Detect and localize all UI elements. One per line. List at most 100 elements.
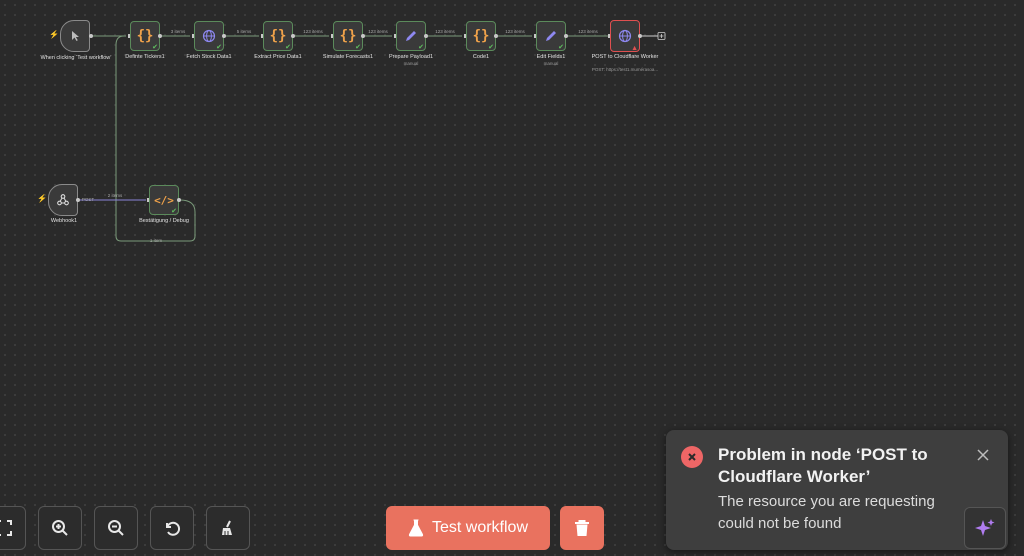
broom-icon [222,520,232,535]
output-port[interactable] [177,198,181,202]
input-port[interactable] [608,34,610,38]
output-port[interactable] [494,34,498,38]
add-node-icon[interactable] [657,32,666,40]
pointer-icon [72,31,79,41]
tidy-up-button[interactable] [206,506,250,550]
node-subtitle: manual [543,61,559,66]
output-port[interactable] [564,34,568,38]
undo-icon [166,521,181,536]
close-icon[interactable] [976,448,992,464]
success-check-icon: ✔ [488,44,494,51]
success-check-icon: ✔ [418,44,424,51]
output-port[interactable] [361,34,365,38]
output-port[interactable] [89,34,93,38]
test-workflow-button[interactable]: Test workflow [386,506,550,550]
edge-label: 1 item [149,238,163,243]
node-label: POST to Cloudflare Worker [591,54,659,60]
zoom-out-icon [108,520,124,536]
input-port[interactable] [128,34,130,38]
pencil-icon [546,31,556,41]
edge-label: 123 items [303,29,323,34]
edge-label: 123 items [435,29,455,34]
webhook-icon [57,194,69,206]
edge-label: 3 items [170,29,186,34]
output-port[interactable] [222,34,226,38]
trigger-bolt-icon: ⚡ [49,30,59,39]
zoom-in-button[interactable] [38,506,82,550]
webhook-output-label: POST [81,197,95,202]
node-label: Definte Tickers1 [125,54,165,60]
test-workflow-label: Test workflow [431,519,529,536]
ai-assistant-button[interactable] [964,507,1006,549]
node-label: Code1 [472,54,490,60]
edge-label: 5 items [236,29,252,34]
trash-icon [575,520,589,536]
zoom-in-icon [52,520,68,536]
node-webhook[interactable] [48,184,78,216]
code-braces-icon: {} [269,28,287,44]
success-check-icon: ✔ [152,44,158,51]
output-port[interactable] [638,34,642,38]
edge-label: 123 items [578,29,598,34]
node-subtitle: POST: https://test1.mumérasoa... [591,67,659,72]
code-tag-icon: </> [154,193,174,207]
node-code1[interactable]: {} ✔ [466,21,496,51]
input-port[interactable] [394,34,396,38]
input-port[interactable] [147,198,149,202]
pencil-icon [406,31,416,41]
flask-icon [408,519,424,537]
output-port[interactable] [424,34,428,38]
zoom-out-button[interactable] [94,506,138,550]
input-port[interactable] [261,34,263,38]
input-port[interactable] [464,34,466,38]
success-check-icon: ✔ [558,44,564,51]
warning-triangle-icon: ▲ [631,45,638,52]
code-braces-icon: {} [136,28,154,44]
edge-debug-loop[interactable] [115,35,196,242]
node-label: Extract Price Data1 [254,54,302,60]
trigger-bolt-icon: ⚡ [37,194,47,203]
output-port[interactable] [76,198,80,202]
output-port[interactable] [158,34,162,38]
toast-title: Problem in node ‘POST to Cloudflare Work… [718,445,928,487]
node-label: Simulate Forecasts1 [322,54,374,60]
node-define-tickers[interactable]: {} ✔ [130,21,160,51]
fit-view-icon [0,520,12,536]
output-port[interactable] [291,34,295,38]
success-check-icon: ✔ [216,44,222,51]
sparkle-icon [975,519,995,536]
code-braces-icon: {} [472,28,490,44]
node-label: Bestätigung / Debug [139,218,189,224]
success-check-icon: ✔ [171,208,177,215]
edge-label: 123 items [368,29,388,34]
input-port[interactable] [534,34,536,38]
error-circle-icon [681,446,703,468]
node-post-cloudflare-worker[interactable]: ▲ [610,20,640,52]
delete-workflow-button[interactable] [560,506,604,550]
fit-view-button[interactable] [0,506,26,550]
node-label: Webhook1 [50,218,78,224]
node-label: When clicking ‘Test workflow’ [40,55,112,61]
input-port[interactable] [192,34,194,38]
toast-message: The resource you are requesting could no… [718,493,935,532]
globe-icon [202,29,216,43]
node-prepare-payload[interactable]: ✔ [396,21,426,51]
node-manual-trigger[interactable] [60,20,90,52]
node-edit-fields[interactable]: ✔ [536,21,566,51]
success-check-icon: ✔ [285,44,291,51]
edge-label: 123 items [505,29,525,34]
reset-zoom-button[interactable] [150,506,194,550]
node-subtitle: manual [403,61,419,66]
node-label: Fetch Stock Data1 [186,54,232,60]
edge-label: 2 items [107,193,123,198]
node-extract-price-data[interactable]: {} ✔ [263,21,293,51]
node-debug[interactable]: </> ✔ [149,185,179,215]
node-fetch-stock-data[interactable]: ✔ [194,21,224,51]
node-simulate-forecasts[interactable]: {} ✔ [333,21,363,51]
input-port[interactable] [331,34,333,38]
success-check-icon: ✔ [355,44,361,51]
globe-icon [618,29,632,43]
code-braces-icon: {} [339,28,357,44]
